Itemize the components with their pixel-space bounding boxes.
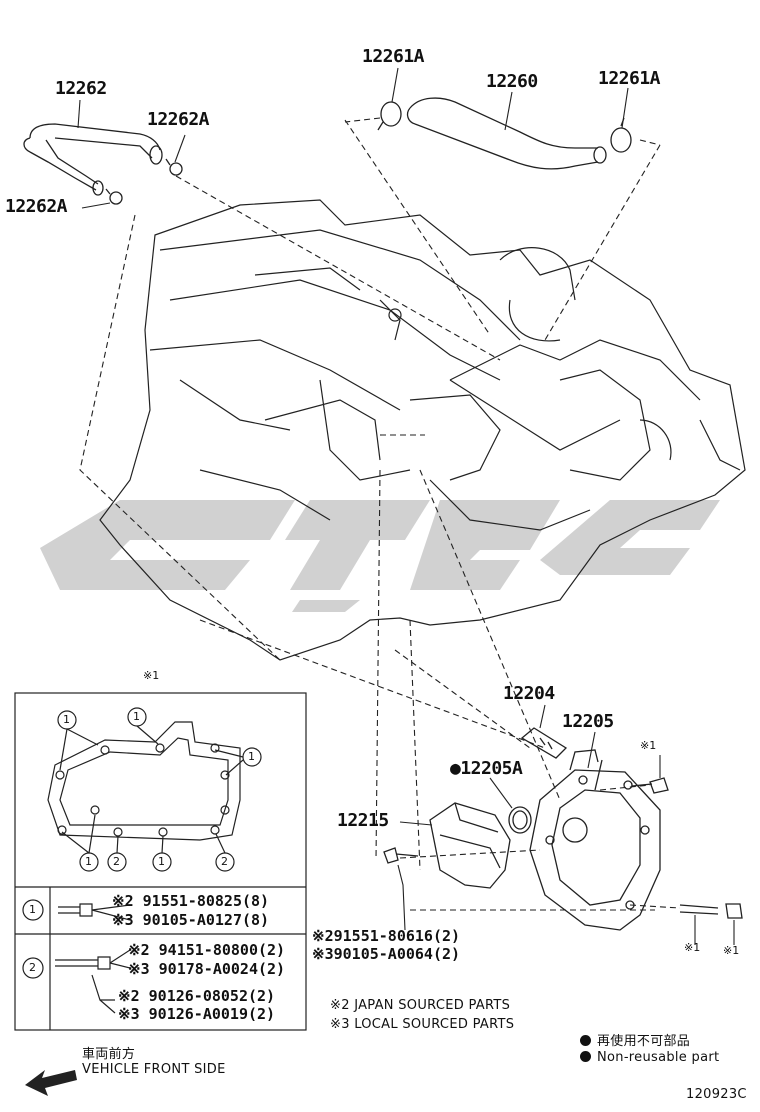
bullet-icon xyxy=(580,1051,591,1062)
inset-callout-2b: 2 xyxy=(221,855,228,868)
note-japan-sourced: ※2 JAPAN SOURCED PARTS xyxy=(330,998,511,1013)
note-nonreuse-en: Non-reusable part xyxy=(580,1050,719,1065)
callout-12205a: ●12205A xyxy=(450,758,523,779)
leader-lines xyxy=(77,67,735,945)
legend-row1-line2: ※3 90105-A0127(8) xyxy=(112,911,270,929)
watermark-logo xyxy=(40,500,720,612)
note-local-sourced: ※3 LOCAL SOURCED PARTS xyxy=(330,1017,515,1032)
callout-12260: 12260 xyxy=(486,71,538,92)
inset-callout-1c: 1 xyxy=(248,750,255,763)
callout-12205: 12205 xyxy=(562,711,614,732)
callout-12204: 12204 xyxy=(503,683,555,704)
legend-row2-line1: ※2 94151-80800(2) xyxy=(128,941,286,959)
hose-12260 xyxy=(377,97,632,170)
bolt-part-line1: ※291551-80616(2) xyxy=(312,927,461,945)
legend-row2-line4: ※3 90126-A0019(2) xyxy=(118,1005,276,1023)
nonreuse-en-text: Non-reusable part xyxy=(597,1050,720,1065)
inset-callout-1a: 1 xyxy=(63,713,70,726)
diagram-id: 120923C xyxy=(686,1087,747,1102)
engine-block xyxy=(99,199,746,661)
inset-callout-1b: 1 xyxy=(133,710,140,723)
reference-lines xyxy=(79,117,681,911)
inset-callout-2a: 2 xyxy=(113,855,120,868)
star1-mark-top: ※1 xyxy=(640,739,657,752)
lower-assembly xyxy=(383,727,743,931)
legend-circle-1: 1 xyxy=(29,903,36,916)
nonreuse-jp-text: 再使用不可部品 xyxy=(597,1034,691,1049)
legend-row2-line2: ※3 90178-A0024(2) xyxy=(128,960,286,978)
callout-12262: 12262 xyxy=(55,78,107,99)
callout-12262a-left: 12262A xyxy=(5,196,68,217)
callout-12261a-right: 12261A xyxy=(598,68,661,89)
front-side-en: VEHICLE FRONT SIDE xyxy=(82,1062,226,1077)
note-nonreuse-jp: 再使用不可部品 xyxy=(580,1030,690,1049)
star1-mark-box: ※1 xyxy=(143,669,160,682)
star1-mark-bottom-b: ※1 xyxy=(723,944,740,957)
callout-12215: 12215 xyxy=(337,810,389,831)
legend-circle-2: 2 xyxy=(29,961,36,974)
star1-mark-bottom-a: ※1 xyxy=(684,941,701,954)
front-arrow-icon xyxy=(25,1070,77,1096)
inset-gasket-box xyxy=(14,692,307,1031)
callout-12262a-top: 12262A xyxy=(147,109,210,130)
callout-12261a-left: 12261A xyxy=(362,46,425,67)
hose-12262 xyxy=(23,123,183,205)
bolt-part-line2: ※390105-A0064(2) xyxy=(312,945,461,963)
inset-callout-1d: 1 xyxy=(85,855,92,868)
inset-callout-1e: 1 xyxy=(158,855,165,868)
front-side-jp: 車両前方 xyxy=(82,1047,136,1062)
legend-row2-line3: ※2 90126-08052(2) xyxy=(118,987,276,1005)
bullet-icon xyxy=(580,1035,591,1046)
legend-row1-line1: ※2 91551-80825(8) xyxy=(112,892,270,910)
